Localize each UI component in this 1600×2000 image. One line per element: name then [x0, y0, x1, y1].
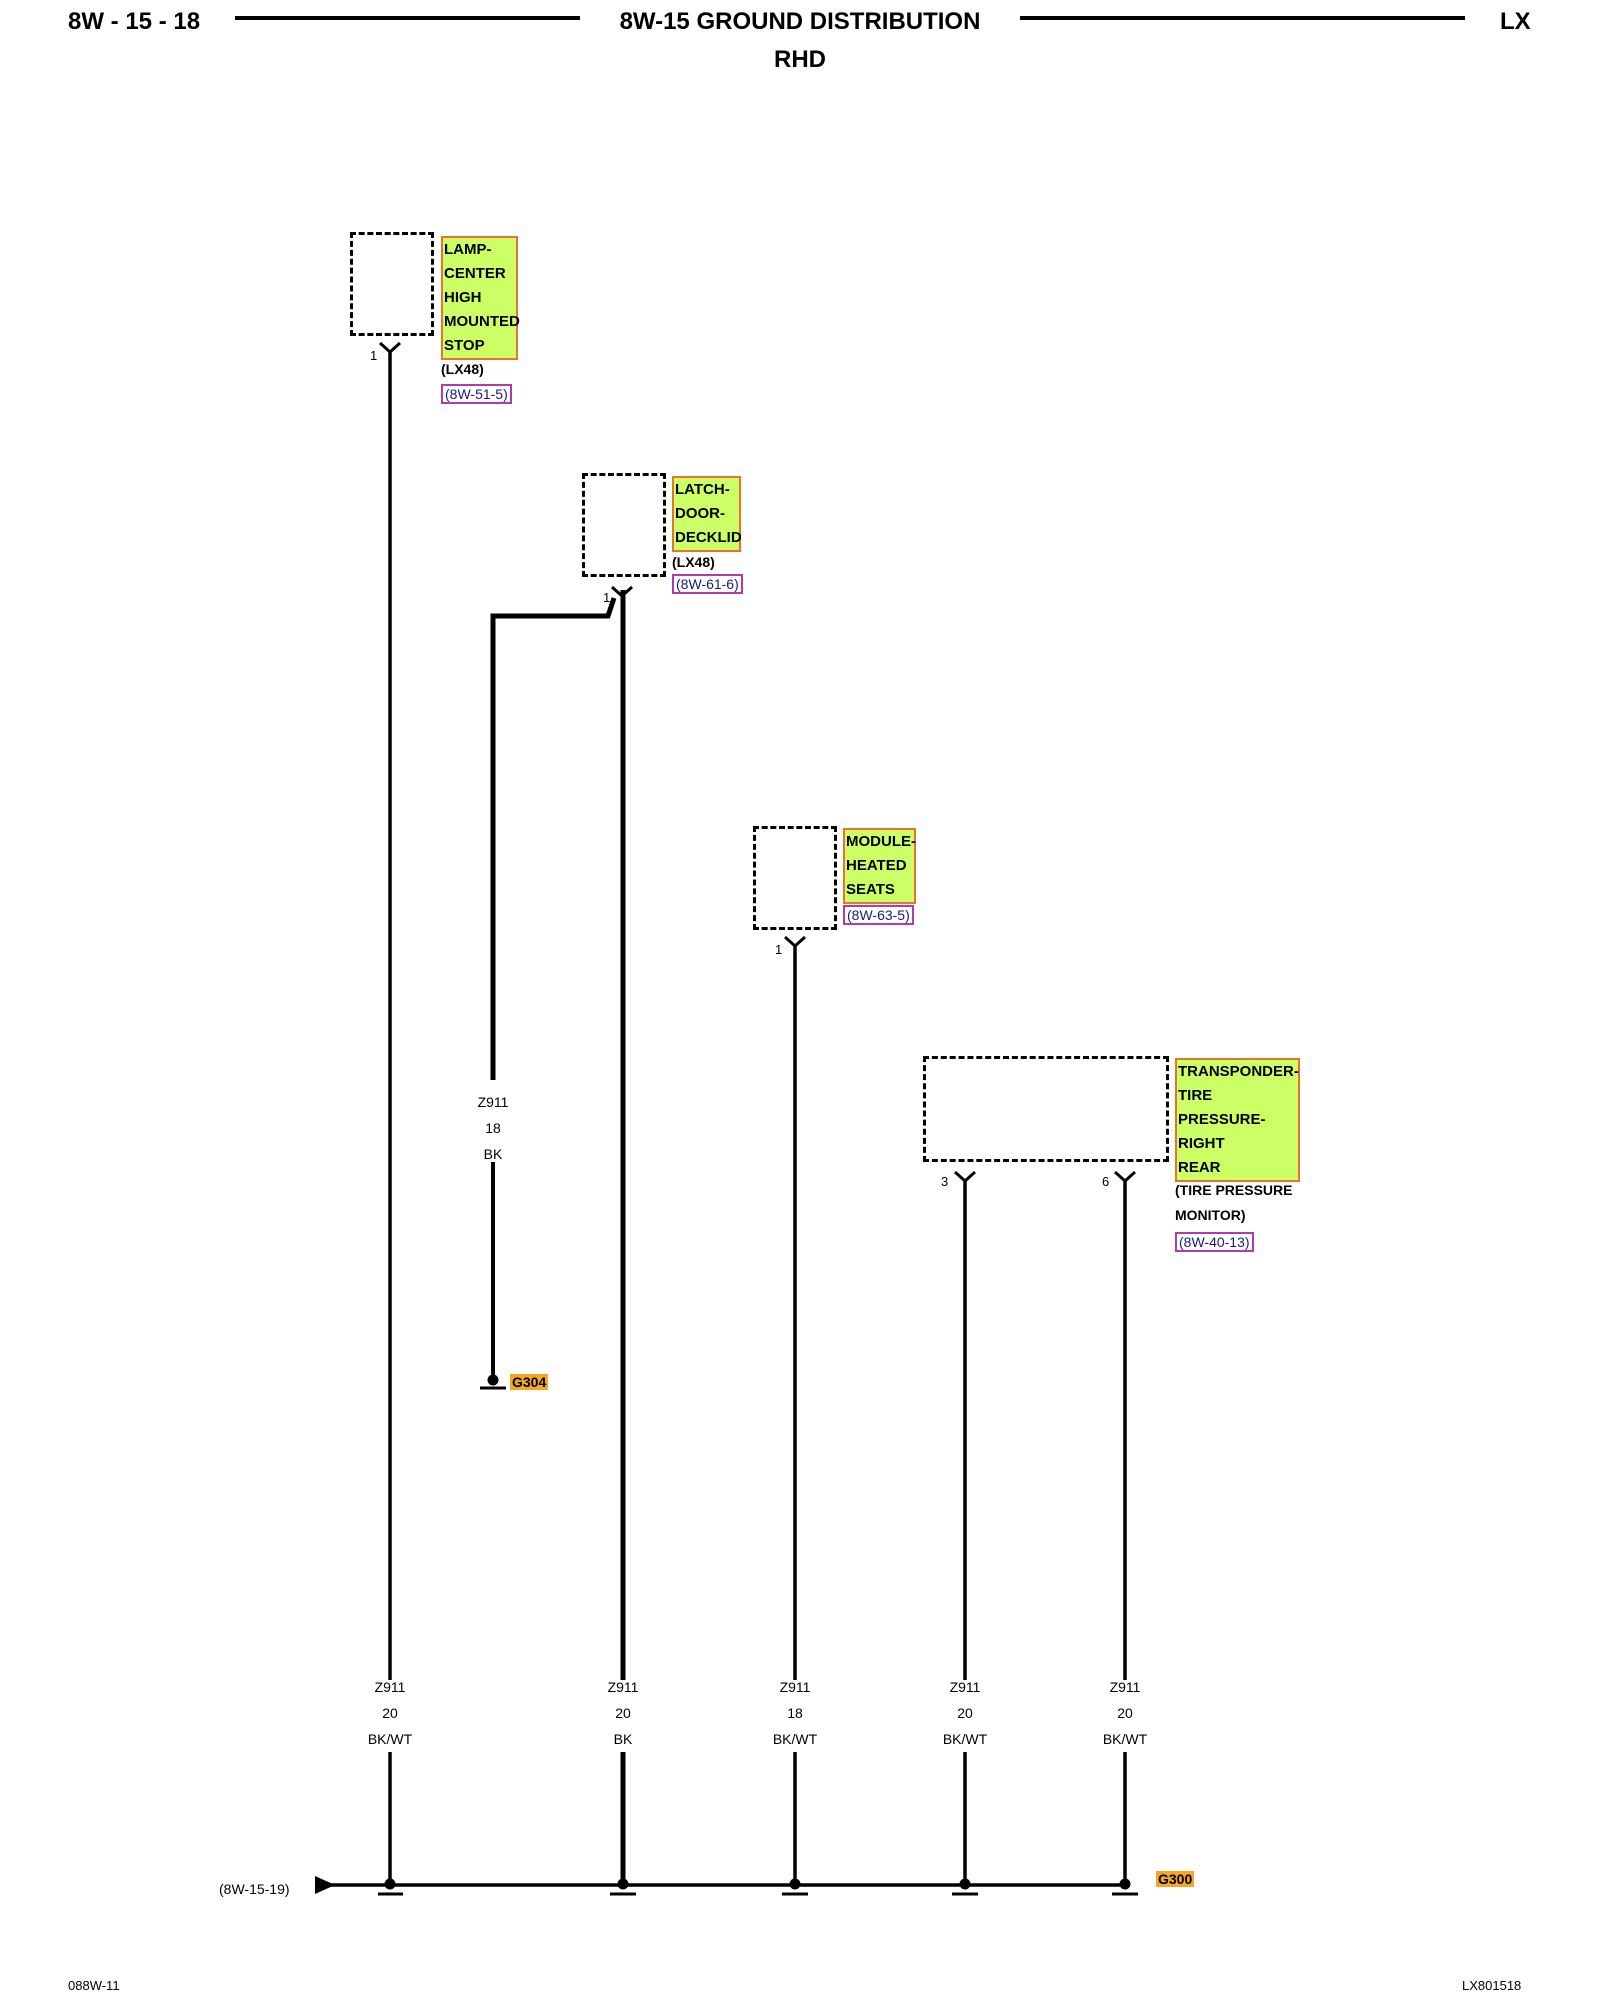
component-box-heated-seats: [753, 826, 837, 930]
component-note: (TIRE PRESSURE MONITOR): [1175, 1178, 1292, 1228]
bus-reference[interactable]: (8W-15-19): [219, 1881, 290, 1897]
wire-label-5: Z911 20 BK/WT: [1095, 1674, 1155, 1752]
wire-gauge: 20: [1117, 1705, 1133, 1721]
wire-label-1: Z911 20 BK/WT: [360, 1674, 420, 1752]
component-label-decklid-latch[interactable]: LATCH- DOOR- DECKLID: [672, 476, 742, 552]
label-line: MODULE-: [846, 833, 916, 850]
connector-4: [953, 1170, 977, 1184]
ref-link-decklid-latch[interactable]: (8W-61-6): [672, 574, 743, 594]
label-line: HEATED: [846, 857, 907, 874]
ref-link-chmsl[interactable]: (8W-51-5): [441, 384, 512, 404]
component-label-chmsl[interactable]: LAMP- CENTER HIGH MOUNTED STOP: [441, 236, 520, 360]
wire-circuit: Z911: [1109, 1679, 1141, 1695]
wire-label-3: Z911 18 BK/WT: [765, 1674, 825, 1752]
component-label-tpms-transponder[interactable]: TRANSPONDER- TIRE PRESSURE- RIGHT REAR: [1175, 1058, 1300, 1182]
wire-gauge: 20: [382, 1705, 398, 1721]
bus-arrow: [315, 1876, 335, 1894]
note-line: (TIRE PRESSURE: [1175, 1182, 1293, 1198]
label-line: LAMP-: [444, 241, 492, 258]
label-line: TIRE: [1178, 1087, 1213, 1104]
wire-gauge: 18: [485, 1120, 501, 1136]
label-line: SEATS: [846, 881, 895, 898]
wire-circuit: Z911: [374, 1679, 406, 1695]
footer-right-code: LX801518: [1462, 1978, 1522, 1993]
pin-number: 3: [941, 1174, 949, 1189]
wire-color: BK: [613, 1731, 633, 1747]
wire-circuit: Z911: [779, 1679, 811, 1695]
label-line: DECKLID: [675, 529, 742, 546]
wire-color: BK/WT: [1102, 1731, 1148, 1747]
label-line: RIGHT: [1178, 1135, 1225, 1152]
branch-wire-upper: [490, 597, 617, 1080]
pin-number: 1: [775, 942, 783, 957]
wire-circuit: Z911: [477, 1094, 509, 1110]
ref-link-tpms[interactable]: (8W-40-13): [1175, 1232, 1254, 1252]
wire-gauge: 20: [615, 1705, 631, 1721]
wire-label-4: Z911 20 BK/WT: [935, 1674, 995, 1752]
ref-link-heated-seats[interactable]: (8W-63-5): [843, 905, 914, 925]
component-box-chmsl: [350, 232, 434, 336]
wire-color: BK/WT: [942, 1731, 988, 1747]
ground-label-g304[interactable]: G304: [510, 1374, 549, 1390]
connector-3: [783, 935, 807, 949]
component-label-heated-seats[interactable]: MODULE- HEATED SEATS: [843, 828, 916, 904]
label-line: HIGH: [444, 289, 482, 306]
wire-gauge: 20: [957, 1705, 973, 1721]
wire-color: BK/WT: [772, 1731, 818, 1747]
component-note: (LX48): [672, 554, 715, 570]
label-line: REAR: [1178, 1159, 1221, 1176]
label-line: DOOR-: [675, 505, 725, 522]
label-line: TRANSPONDER-: [1178, 1063, 1299, 1080]
component-note: (LX48): [441, 361, 484, 377]
header-rule-left: [235, 16, 580, 20]
label-line: MOUNTED: [444, 313, 520, 330]
component-box-tpms-transponder: [923, 1056, 1169, 1162]
note-line: MONITOR): [1175, 1207, 1246, 1223]
page-subtitle: RHD: [774, 46, 826, 73]
label-line: STOP: [444, 337, 485, 354]
wire-color: BK: [483, 1146, 503, 1162]
label-line: CENTER: [444, 265, 506, 282]
pin-number: 1: [603, 590, 611, 605]
wire-label-2: Z911 20 BK: [593, 1674, 653, 1752]
label-line: LATCH-: [675, 481, 730, 498]
model-code: LX: [1500, 8, 1531, 35]
page-number: 8W - 15 - 18: [68, 8, 201, 35]
wire-circuit: Z911: [607, 1679, 639, 1695]
wire-label-branch: Z911 18 BK: [463, 1089, 523, 1167]
wire-color: BK/WT: [367, 1731, 413, 1747]
connector-1: [378, 341, 402, 355]
pin-number: 6: [1102, 1174, 1110, 1189]
component-box-decklid-latch: [582, 473, 666, 577]
connector-2: [610, 585, 634, 599]
wire-gauge: 18: [787, 1705, 803, 1721]
ground-label-g300[interactable]: G300: [1156, 1871, 1195, 1887]
page-title: 8W-15 GROUND DISTRIBUTION: [619, 8, 981, 35]
pin-number: 1: [370, 348, 378, 363]
wire-circuit: Z911: [949, 1679, 981, 1695]
label-line: PRESSURE-: [1178, 1111, 1266, 1128]
connector-5: [1113, 1170, 1137, 1184]
header-rule-right: [1020, 16, 1465, 20]
footer-left-code: 088W-11: [68, 1978, 120, 1993]
